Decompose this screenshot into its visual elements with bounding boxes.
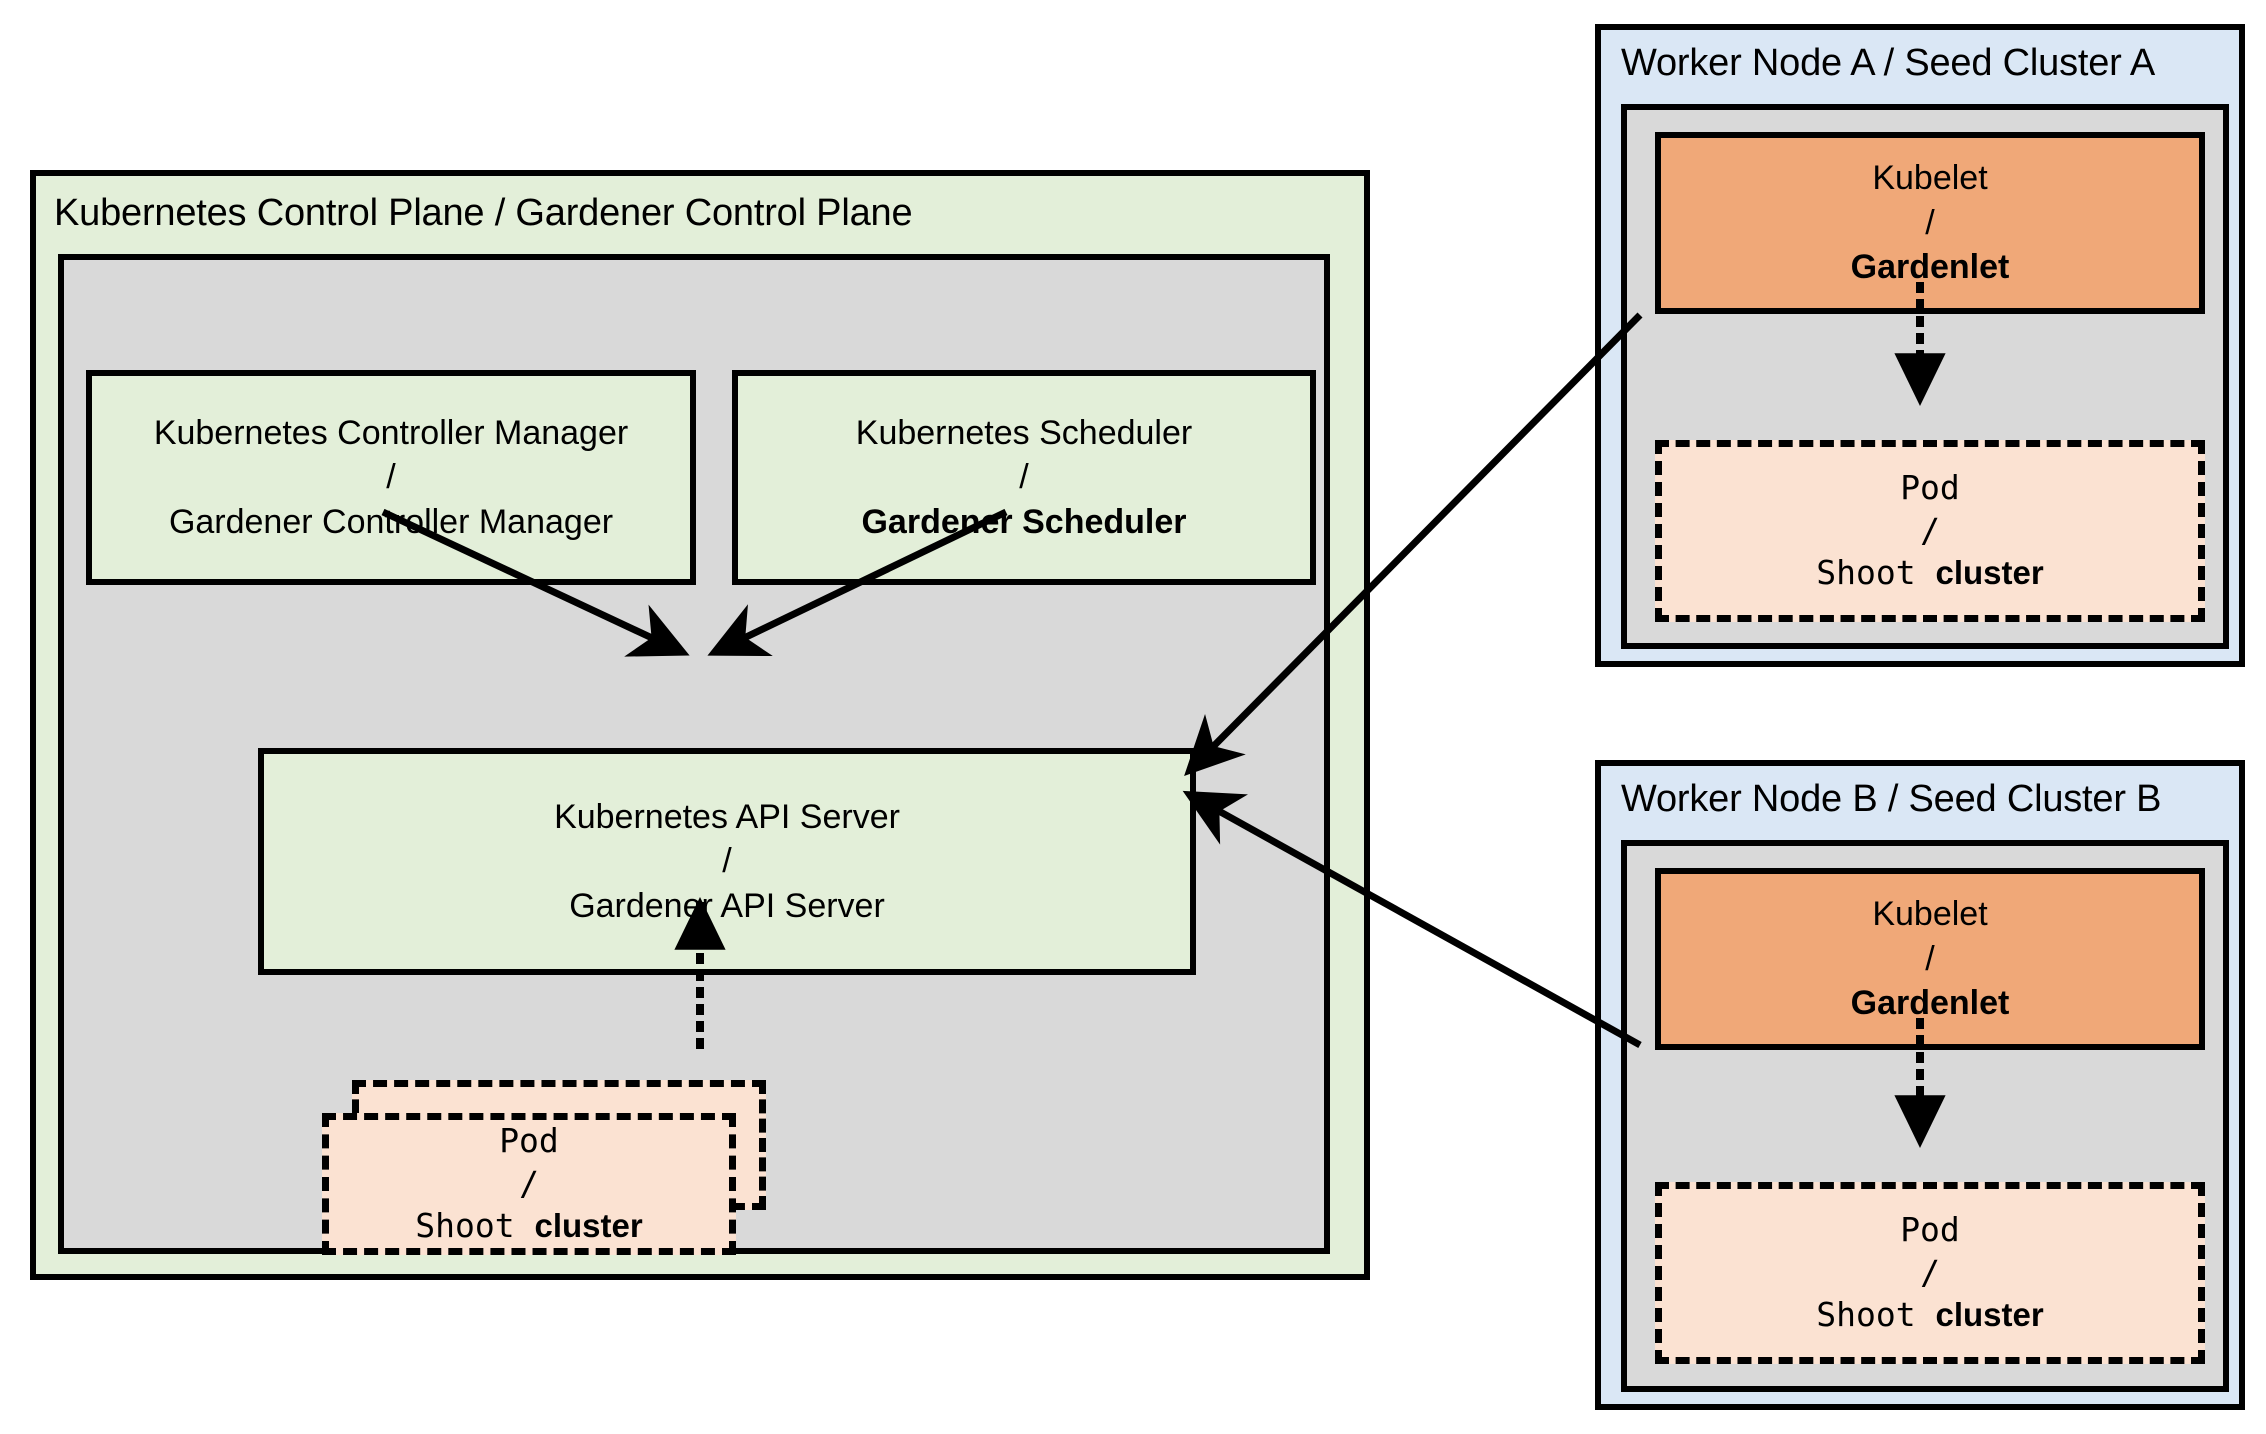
seed-a-pod-line2: Shoot cluster: [1662, 552, 2198, 595]
seed-a-pod-separator: /: [1920, 510, 1940, 550]
seed-cluster-a-outer-box: Worker Node A / Seed Cluster A Kubelet /…: [1595, 24, 2245, 667]
seed-b-pod-box[interactable]: Pod / Shoot cluster: [1655, 1182, 2205, 1364]
seed-b-pod-cluster-text: cluster: [1935, 1296, 2044, 1334]
seed-cluster-b-inner-region: Kubelet / Gardenlet Pod / Shoot cluster: [1621, 840, 2229, 1392]
api-server-line1: Kubernetes API Server: [554, 797, 900, 836]
scheduler-line2: Gardener Scheduler: [861, 502, 1187, 541]
scheduler-line1: Kubernetes Scheduler: [855, 413, 1193, 452]
seed-b-pod-line1: Pod: [1900, 1209, 1960, 1249]
seed-a-pod-line1: Pod: [1900, 467, 1960, 507]
api-server-separator: /: [722, 842, 732, 881]
seed-b-pod-shoot-text: Shoot: [1816, 1295, 1936, 1335]
seed-a-pod-cluster-text: cluster: [1935, 554, 2044, 592]
seed-b-kubelet-line1: Kubelet: [1872, 895, 1988, 934]
control-plane-pod-separator: /: [519, 1163, 539, 1203]
control-plane-outer-box: Kubernetes Control Plane / Gardener Cont…: [30, 170, 1370, 1280]
scheduler-separator: /: [1019, 458, 1029, 497]
control-plane-title: Kubernetes Control Plane / Gardener Cont…: [54, 192, 913, 234]
control-plane-pod-line1: Pod: [499, 1120, 559, 1160]
kubernetes-api-server-box[interactable]: Kubernetes API Server / Gardener API Ser…: [258, 748, 1196, 975]
seed-a-kubelet-box[interactable]: Kubelet / Gardenlet: [1655, 132, 2205, 314]
controller-manager-line2: Gardener Controller Manager: [168, 502, 614, 541]
control-plane-pod-line2: Shoot cluster: [329, 1205, 729, 1248]
kubernetes-scheduler-box[interactable]: Kubernetes Scheduler / Gardener Schedule…: [732, 370, 1316, 585]
seed-a-pod-box[interactable]: Pod / Shoot cluster: [1655, 440, 2205, 622]
api-server-line2: Gardener API Server: [569, 886, 885, 925]
control-plane-inner-region: Kubernetes Controller Manager / Gardener…: [58, 254, 1330, 1255]
kubernetes-controller-manager-box[interactable]: Kubernetes Controller Manager / Gardener…: [86, 370, 696, 585]
controller-manager-separator: /: [386, 458, 396, 497]
control-plane-pod-cluster-text: cluster: [534, 1207, 643, 1245]
seed-a-kubelet-line2: Gardenlet: [1850, 248, 2010, 287]
control-plane-pod-shoot-text: Shoot: [415, 1206, 535, 1246]
controller-manager-line1: Kubernetes Controller Manager: [153, 413, 629, 452]
control-plane-pod-box[interactable]: Pod / Shoot cluster: [322, 1113, 736, 1255]
seed-cluster-b-title: Worker Node B / Seed Cluster B: [1621, 778, 2162, 820]
seed-b-kubelet-separator: /: [1925, 939, 1935, 978]
seed-b-kubelet-line2: Gardenlet: [1850, 984, 2010, 1023]
seed-cluster-a-title: Worker Node A / Seed Cluster A: [1621, 42, 2156, 84]
seed-b-kubelet-box[interactable]: Kubelet / Gardenlet: [1655, 868, 2205, 1050]
seed-b-pod-separator: /: [1920, 1252, 1940, 1292]
seed-cluster-b-outer-box: Worker Node B / Seed Cluster B Kubelet /…: [1595, 760, 2245, 1410]
seed-a-kubelet-line1: Kubelet: [1872, 159, 1988, 198]
seed-a-pod-shoot-text: Shoot: [1816, 553, 1936, 593]
seed-cluster-a-inner-region: Kubelet / Gardenlet Pod / Shoot cluster: [1621, 104, 2229, 649]
seed-b-pod-line2: Shoot cluster: [1662, 1294, 2198, 1337]
seed-a-kubelet-separator: /: [1925, 203, 1935, 242]
